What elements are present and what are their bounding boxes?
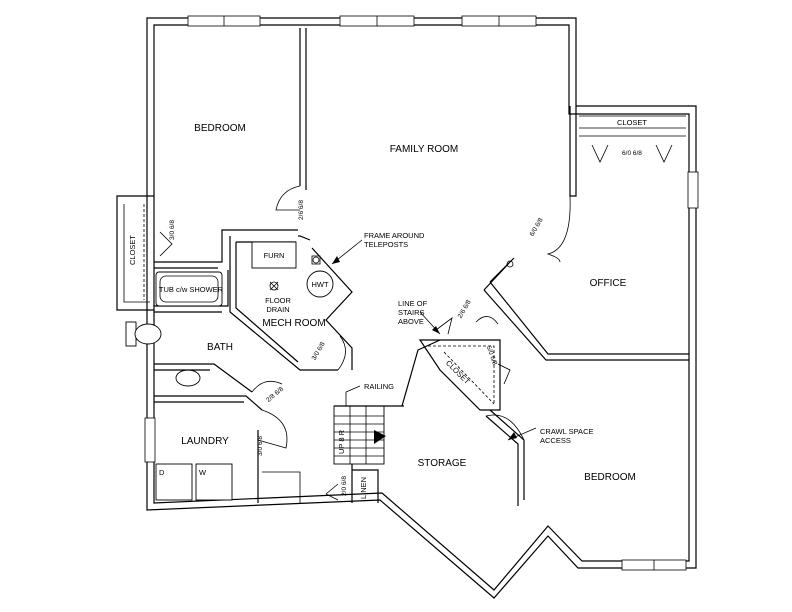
inner-outer-wall	[153, 24, 690, 591]
label-tub: TUB c/w SHOWER	[159, 285, 224, 294]
label-stairs-1: LINE OF	[398, 299, 428, 308]
window-office	[687, 171, 699, 209]
washer	[195, 463, 233, 501]
label-frame-2: TELEPOSTS	[364, 240, 408, 249]
toilet	[125, 321, 162, 347]
label-closet-stair: CLOSET	[444, 358, 472, 386]
room-storage: STORAGE	[418, 458, 467, 469]
label-stairs-3: ABOVE	[398, 317, 424, 326]
sink	[175, 369, 201, 387]
outer-wall	[146, 17, 697, 599]
door-office-closet: 6/0 6/8	[622, 150, 642, 157]
closet-bumpout	[116, 195, 154, 311]
stairs	[333, 405, 386, 465]
laundry-wall	[154, 395, 263, 411]
label-furn: FURN	[264, 251, 285, 260]
label-closet-top: CLOSET	[617, 118, 647, 127]
label-railing: RAILING	[364, 382, 394, 391]
door-linen: 2/0 6/8	[341, 476, 348, 496]
door-mech: 3/0 6/8	[311, 341, 327, 362]
label-crawl-1: CRAWL SPACE	[540, 427, 593, 436]
label-stairs-2: STAIRS	[398, 308, 425, 317]
door-stair-closet: 5/0 6/8	[485, 345, 499, 366]
bedroom-1-wall	[299, 28, 307, 190]
room-bath: BATH	[207, 342, 233, 353]
furnace	[251, 241, 297, 269]
label-washer: W	[199, 468, 207, 477]
door-closet-left: 3/0 6/8	[169, 220, 176, 240]
door-laundry: 3/0 6/8	[257, 436, 264, 456]
linen-closet	[351, 464, 379, 503]
label-frame-1: FRAME AROUND	[364, 231, 425, 240]
room-laundry: LAUNDRY	[181, 436, 229, 447]
room-bedroom-1: BEDROOM	[194, 123, 246, 134]
label-up: UP 8 R	[337, 429, 346, 454]
label-hwt: HWT	[311, 280, 328, 289]
room-bedroom-2: BEDROOM	[584, 472, 636, 483]
door-family-office: 6/0 6/8	[529, 217, 545, 238]
office-wall	[569, 106, 577, 197]
floor-drain-icon	[269, 281, 279, 291]
door-bath: 2/8 6/8	[265, 386, 285, 404]
room-family-room: FAMILY ROOM	[390, 144, 459, 155]
label-crawl-2: ACCESS	[540, 436, 571, 445]
door-bedroom-1: 2/6 6/8	[298, 200, 305, 220]
label-closet-left: CLOSET	[128, 235, 137, 265]
hot-water-tank	[306, 270, 334, 298]
window-laundry	[144, 417, 156, 463]
label-floor-drain-2: DRAIN	[266, 305, 289, 314]
bathtub	[155, 271, 223, 307]
room-office: OFFICE	[590, 278, 627, 289]
label-linen: LINEN	[359, 477, 368, 499]
door-stair: 2/6 6/8	[457, 299, 473, 320]
room-mech: MECH ROOM	[262, 318, 325, 329]
label-dryer: D	[159, 468, 165, 477]
label-floor-drain-1: FLOOR	[265, 296, 291, 305]
dryer	[155, 463, 193, 501]
